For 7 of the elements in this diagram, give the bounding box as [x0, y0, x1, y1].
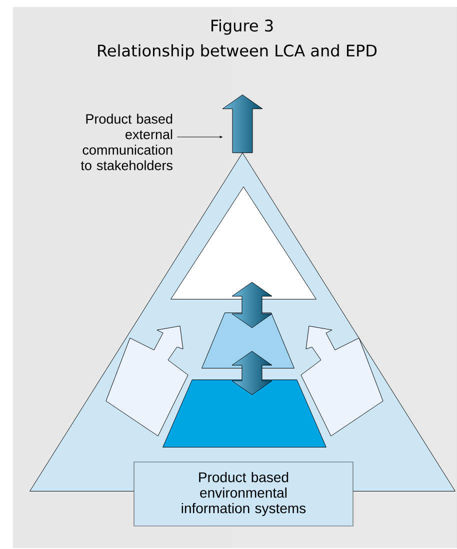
note-text: Product based external communication to stakeholders — [80, 114, 172, 170]
text-box: Product based environmental information systems — [134, 462, 354, 526]
trapezoid — [162, 380, 326, 448]
figure-number: Figure 3 — [212, 19, 273, 35]
triangle — [170, 186, 316, 300]
title: Relationship between LCA and EPD — [98, 44, 377, 60]
leader-line — [176, 136, 223, 138]
